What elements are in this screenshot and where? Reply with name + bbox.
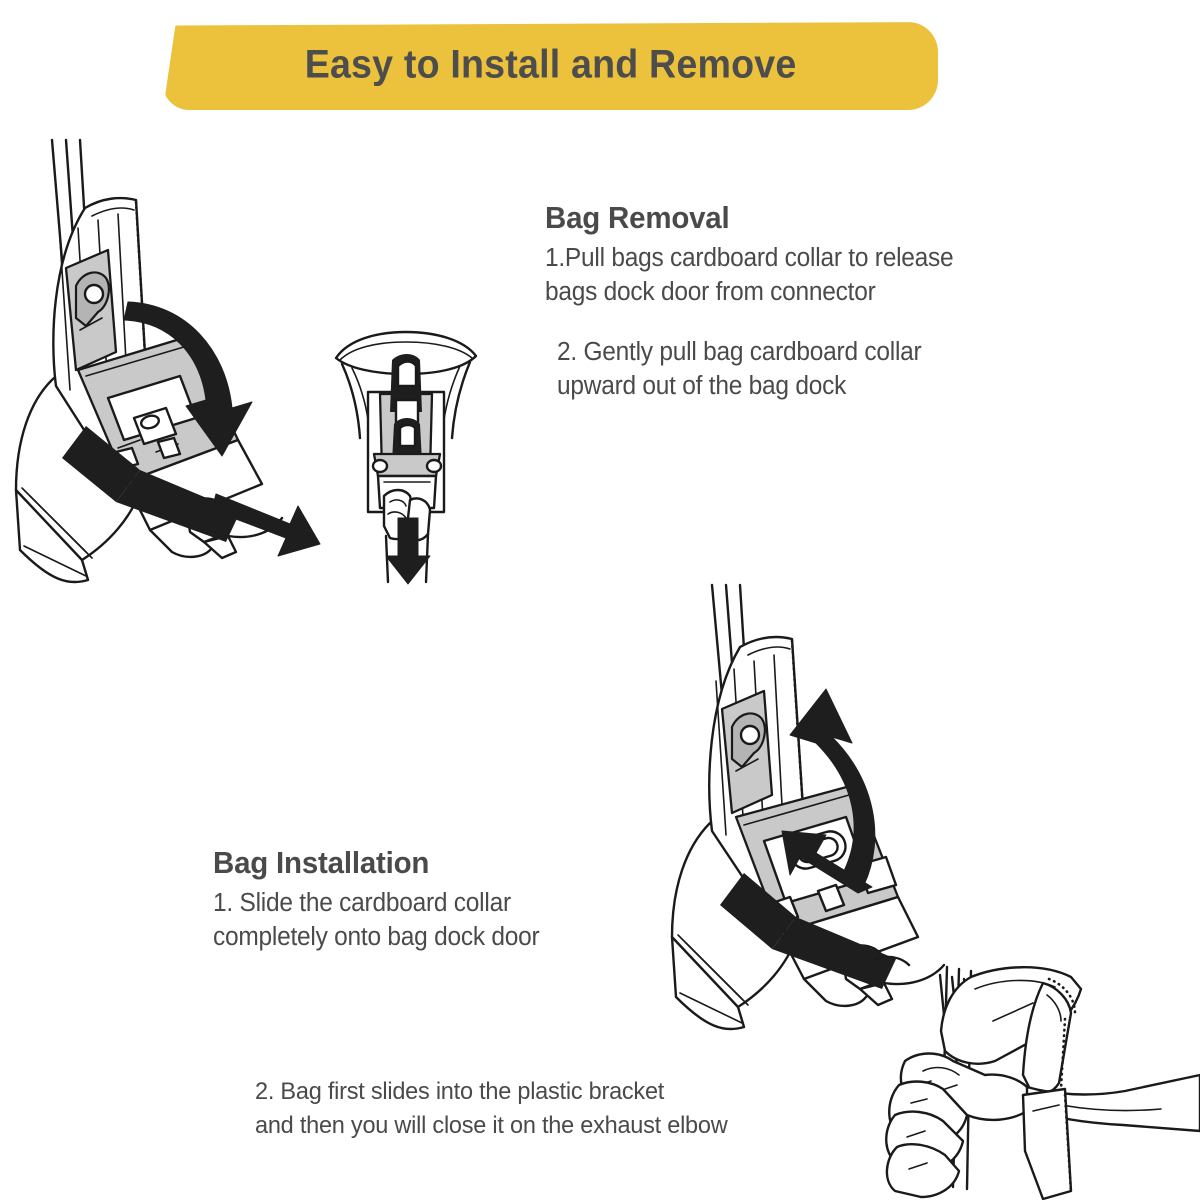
hand-holding-exhaust-elbow-illustration: [873, 955, 1200, 1200]
bag-removal-heading: Bag Removal: [545, 200, 1005, 236]
header-banner-background: [163, 22, 938, 110]
vacuum-bag-dock-open-illustration: [0, 138, 321, 590]
bag-installation-step-1-text: 1. Slide the cardboard collar completely…: [213, 889, 540, 951]
bag-installation-text-block: Bag Installation 1. Slide the cardboard …: [213, 845, 643, 955]
bag-installation-step-1: 1. Slide the cardboard collar completely…: [213, 887, 643, 955]
bag-installation-heading-text: Bag Installation: [213, 845, 430, 880]
bag-removal-text-block: Bag Removal 1.Pull bags cardboard collar…: [545, 200, 1005, 404]
bag-removal-step-2: 2. Gently pull bag cardboard collar upwa…: [557, 336, 1005, 404]
page-title: Easy to Install and Remove: [163, 43, 938, 88]
bag-removal-step-2-text: 2. Gently pull bag cardboard collar upwa…: [557, 337, 922, 400]
bag-removal-step-1-text: 1.Pull bags cardboard collar to release …: [545, 244, 954, 306]
bag-installation-step-2-text: 2. Bag first slides into the plastic bra…: [255, 1078, 728, 1140]
bag-removal-heading-text: Bag Removal: [545, 200, 730, 235]
page-title-text: Easy to Install and Remove: [304, 42, 797, 87]
bag-dock-front-view-illustration: [318, 330, 498, 585]
bag-removal-step-1: 1.Pull bags cardboard collar to release …: [545, 242, 1005, 310]
header-banner: Easy to Install and Remove: [163, 22, 938, 110]
vacuum-bag-dock-closing-illustration: [640, 583, 990, 1037]
bag-installation-step-2-block: 2. Bag first slides into the plastic bra…: [255, 1075, 855, 1144]
bag-installation-step-2: 2. Bag first slides into the plastic bra…: [255, 1075, 855, 1144]
bag-installation-heading: Bag Installation: [213, 845, 643, 881]
